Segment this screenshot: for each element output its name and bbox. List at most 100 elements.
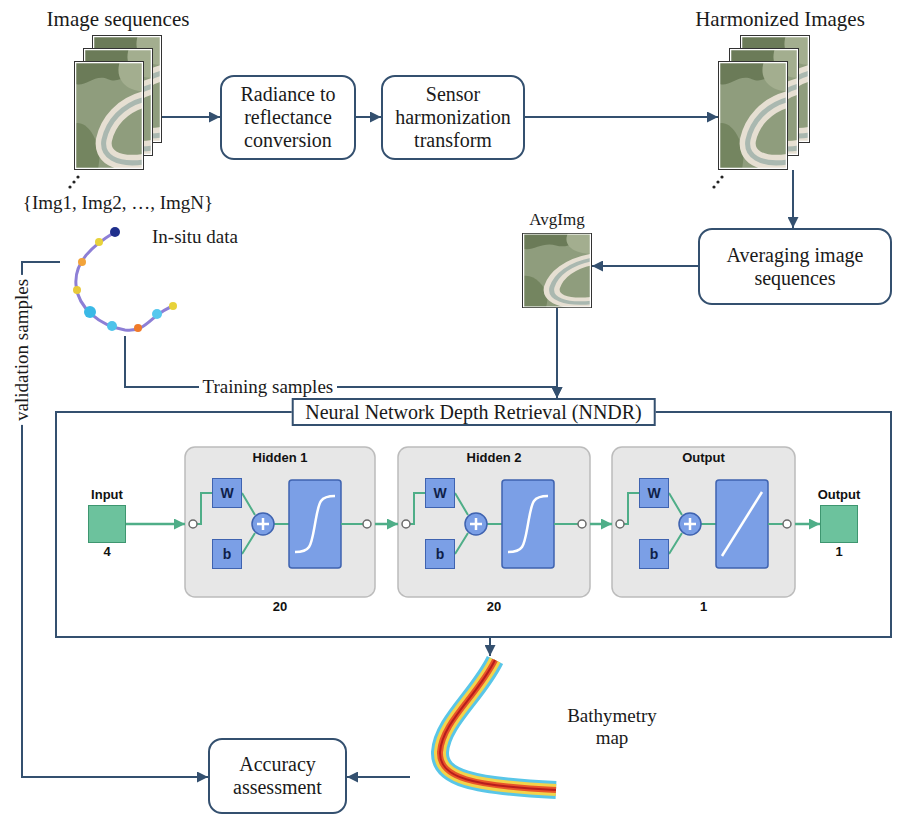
sigmoid-curve [508,496,548,552]
weight-box: W [212,478,242,508]
network-frame: Neural Network Depth Retrieval (NNDR)Inp… [55,411,892,638]
weight-box: W [639,478,669,508]
sample-dot [73,286,81,294]
bias-box: b [425,539,455,569]
image-stack: Harmonized Images [718,35,810,170]
layer-name: Hidden 2 [467,451,522,466]
connector [356,116,381,118]
image-stack: Image sequences{Img1, Img2, …, ImgN} [74,35,162,170]
wire [768,523,783,525]
node-text: Averaging image sequences [706,244,884,290]
process-box: Accuracy assessment [208,738,347,814]
ellipsis-dot [76,175,79,178]
sample-dot [152,309,162,319]
image-heading: Harmonized Images [695,7,865,31]
network-diagram [185,447,795,597]
averaged-image [522,233,592,308]
connector [525,116,718,118]
process-box: Radiance to reflectance conversion [220,75,356,160]
sample-dot [110,227,120,237]
node-text: Sensor harmonization transform [389,83,517,152]
layer-panel: Hidden 120Wb [185,447,375,597]
wire [554,523,578,525]
image-heading: AvgImg [529,210,584,230]
node-text: W [433,485,446,501]
image-stack [68,35,162,189]
connector [126,523,185,526]
port [363,520,371,528]
layer-name: Hidden 1 [253,451,308,466]
layer-panel [612,447,795,597]
layer-size: 20 [273,600,287,615]
input-node: Input4 [88,505,126,543]
image-heading: Image sequences [47,7,190,31]
ellipsis-dot [712,185,715,188]
averaged-image: AvgImg [522,233,592,308]
output-node: Output1 [820,505,858,543]
process-box: Sensor harmonization transform [381,75,525,160]
weight-box: W [425,478,455,508]
connector [592,265,698,267]
sample-dot [107,321,117,331]
sigmoid-curve [295,496,335,552]
linear-curve [722,492,762,556]
sample-dot [169,302,177,310]
edge-label: validation samples [11,275,33,425]
ellipsis-dot [716,180,719,183]
connector [375,523,398,526]
edge-label: Training samples [199,376,338,398]
connector [556,308,558,398]
bias-box: b [639,539,669,569]
connector [590,523,612,526]
depth-band [440,660,556,790]
node-text: b [650,546,659,562]
node-text: Accuracy assessment [216,753,339,799]
layer-size: 1 [700,600,707,615]
sample-dot [95,238,103,246]
layer-size: 1 [835,545,842,560]
connector [792,170,794,228]
connector [162,116,220,118]
bathymetry-map: Bathymetry map [410,656,560,796]
frame-title: Neural Network Depth Retrieval (NNDR) [291,398,656,426]
ellipsis-dot [68,185,71,188]
layer-name: Input [91,488,123,503]
image-heading: Bathymetry map [562,705,662,749]
port [578,520,586,528]
image-heading: In-situ data [152,226,238,248]
connector [347,776,410,778]
harmonized-stack [712,35,810,189]
satellite-image [74,61,144,170]
node-text: b [436,546,445,562]
sample-dot [84,306,96,318]
layer-panel [398,447,590,597]
port [783,520,791,528]
connector [125,336,557,398]
depth-band [440,660,556,790]
node-text: W [220,485,233,501]
depth-band [440,660,556,790]
in-situ-map: In-situ data [60,226,178,336]
layer-panel: Hidden 220Wb [398,447,590,597]
layer-name: Output [682,451,725,466]
bathymetry-figure [440,660,556,790]
depth-band [440,660,556,790]
ellipsis-dot [72,180,75,183]
layer-panel [185,447,375,597]
bias-box: b [212,539,242,569]
node-text: b [223,546,232,562]
layer-panel: Output1Wb [612,447,795,597]
satellite-image [718,61,788,170]
sample-dot [134,324,142,332]
wire [341,523,363,525]
image-caption: {Img1, Img2, …, ImgN} [23,192,213,214]
process-box: Averaging image sequences [698,228,892,305]
layer-size: 4 [103,545,110,560]
connector [795,523,820,526]
sample-dot [78,258,86,266]
node-text: Radiance to reflectance conversion [228,83,348,152]
ellipsis-dot [720,175,723,178]
connector [22,262,208,777]
